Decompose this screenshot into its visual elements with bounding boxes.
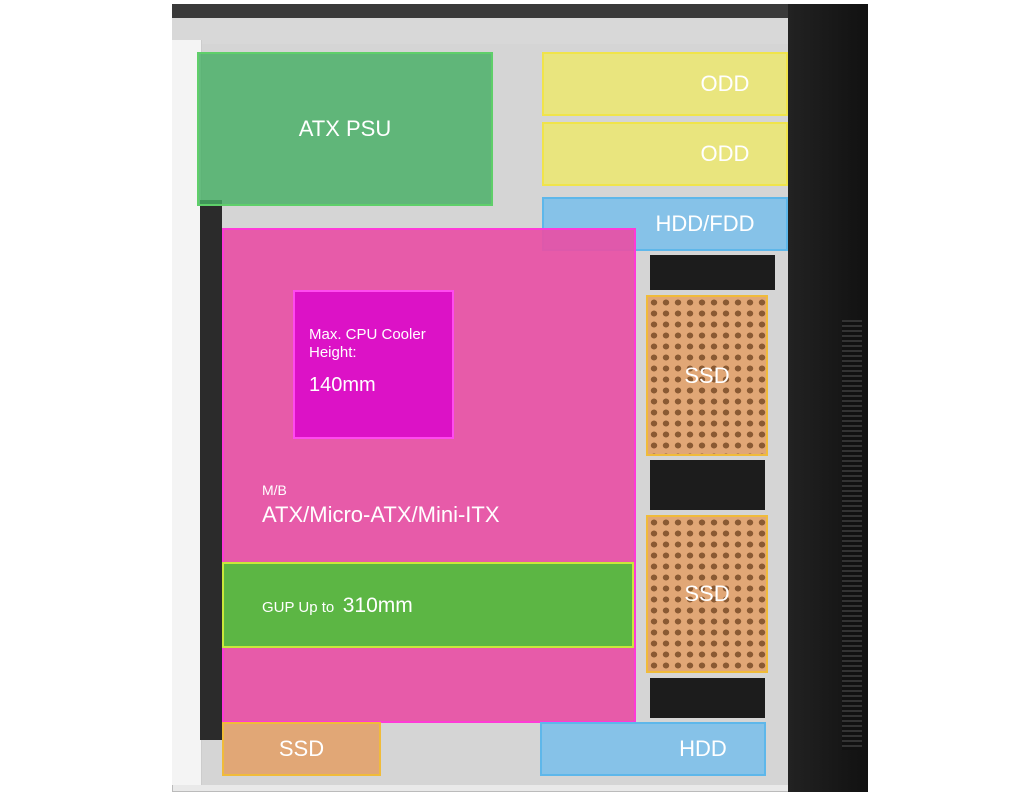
ssd-label: SSD xyxy=(684,362,730,388)
mb-form-factors: ATX/Micro-ATX/Mini-ITX xyxy=(262,502,500,527)
ssd-bay-bottom: SSD xyxy=(222,722,381,776)
gpu-zone: GUP Up to 310mm xyxy=(222,562,634,648)
mb-title: M/B xyxy=(262,482,287,498)
gpu-title: GUP Up to xyxy=(262,599,335,616)
hdd-label: HDD xyxy=(679,736,727,761)
psu-label: ATX PSU xyxy=(298,116,392,141)
ssd-label: SSD xyxy=(684,581,730,606)
ssd-bay-1: SSD xyxy=(646,295,768,456)
cpu-height-value: 140mm xyxy=(309,374,376,396)
case-top-panel xyxy=(172,4,812,44)
drive-cage-slot xyxy=(650,460,765,510)
expansion-slot-rail xyxy=(200,200,222,740)
hdd-fdd-label: HDD/FDD xyxy=(655,211,755,236)
odd-label: ODD xyxy=(700,71,750,96)
psu-zone: ATX PSU xyxy=(197,52,493,206)
drive-cage-slot xyxy=(650,255,775,290)
front-vent xyxy=(842,320,862,750)
gpu-label: GUP Up to 310mm xyxy=(262,594,413,618)
ssd-bay-2: SSD xyxy=(646,515,768,673)
odd-label: ODD xyxy=(700,141,750,166)
cpu-title: Max. CPU Cooler Height: xyxy=(309,326,426,361)
odd-bay-2: ODD xyxy=(542,122,788,186)
hdd-bay-bottom: HDD xyxy=(540,722,766,776)
ssd-label: SSD xyxy=(278,736,325,761)
gpu-length-value: 310mm xyxy=(342,594,413,617)
odd-bay-1: ODD xyxy=(542,52,788,116)
cpu-cooler-zone: Max. CPU Cooler Height: 140mm xyxy=(293,290,454,439)
mb-label: M/B ATX/Micro-ATX/Mini-ITX xyxy=(262,482,500,528)
drive-cage-slot xyxy=(650,678,765,718)
